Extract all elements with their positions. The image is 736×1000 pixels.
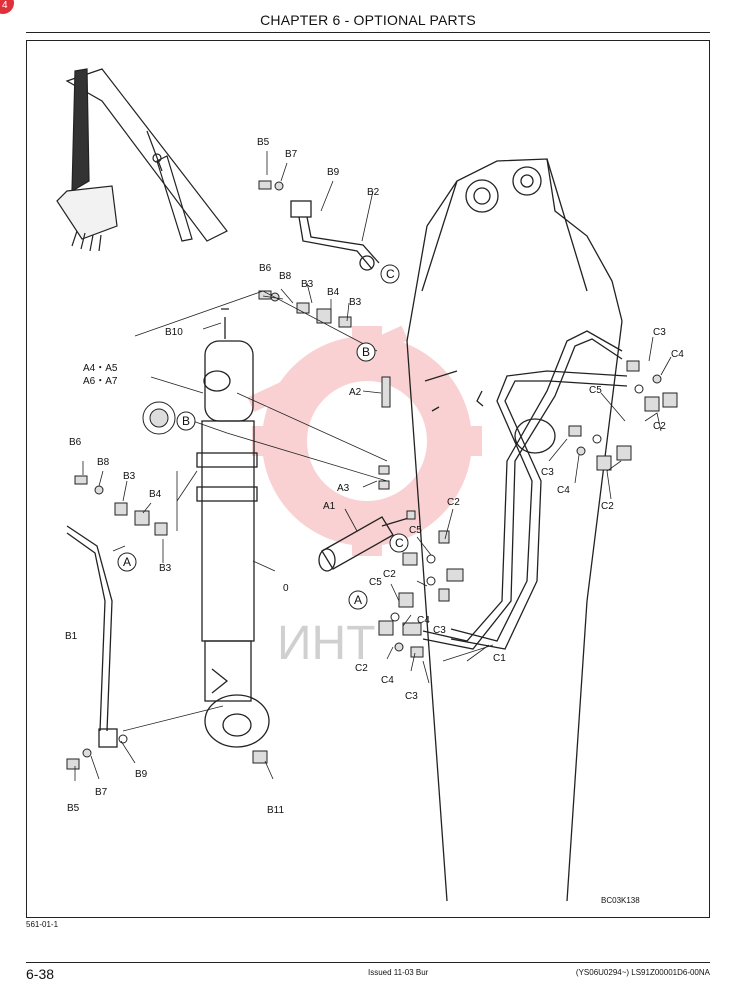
corner-badge: 4 xyxy=(0,0,14,14)
hydraulic-lines xyxy=(422,330,628,650)
arm-cylinder xyxy=(196,308,270,748)
callout-a-mid: A xyxy=(348,590,368,610)
leader-lines xyxy=(74,151,672,781)
small-fittings xyxy=(66,180,678,770)
label-b5: B5 xyxy=(257,137,270,148)
label-b6: B6 xyxy=(259,263,272,274)
label-c1: C1 xyxy=(493,653,506,664)
page-header: CHAPTER 6 - OPTIONAL PARTS xyxy=(260,12,476,28)
label-c4: C4 xyxy=(417,615,430,626)
label-b3: B3 xyxy=(123,471,136,482)
pipe-b2 xyxy=(290,200,380,271)
label-b9: B9 xyxy=(135,769,148,780)
callout-b-text: B xyxy=(182,414,190,428)
excavator-inset xyxy=(56,68,228,252)
label-b6: B6 xyxy=(69,437,82,448)
callout-c-text: C xyxy=(395,536,404,550)
part-labels: B5 B7 B9 B2 B6 B8 B3 B4 B3 B10 A4・A5 A6・… xyxy=(65,137,684,816)
header-rule xyxy=(26,32,710,33)
label-c4: C4 xyxy=(671,349,684,360)
label-b11: B11 xyxy=(267,805,284,816)
label-c3: C3 xyxy=(653,327,666,338)
label-b1: B1 xyxy=(65,631,78,642)
label-b7: B7 xyxy=(285,149,298,160)
callout-c-top: C xyxy=(380,264,400,284)
label-b7: B7 xyxy=(95,787,108,798)
label-b3: B3 xyxy=(301,279,314,290)
callout-a-text: A xyxy=(123,555,131,569)
callout-a-left: A xyxy=(117,552,137,572)
label-b8: B8 xyxy=(97,457,110,468)
footer-rule xyxy=(26,962,710,963)
label-c2: C2 xyxy=(355,663,368,674)
figure-note: 561-01-1 xyxy=(26,920,59,929)
label-a1: A1 xyxy=(323,501,336,512)
label-c4: C4 xyxy=(557,485,570,496)
label-b4: B4 xyxy=(149,489,162,500)
label-c2: C2 xyxy=(601,501,614,512)
label-a2: A2 xyxy=(349,387,362,398)
document-reference: (YS06U0294~) LS91Z00001D6-00NA xyxy=(575,968,710,977)
label-c5: C5 xyxy=(589,385,602,396)
label-c5: C5 xyxy=(369,577,382,588)
label-b4: B4 xyxy=(327,287,340,298)
label-b2: B2 xyxy=(367,187,380,198)
watermark-logo xyxy=(247,325,482,556)
label-c4: C4 xyxy=(381,675,394,686)
label-c2: C2 xyxy=(653,421,666,432)
label-a3: A3 xyxy=(337,483,350,494)
watermark-text: ИНТ xyxy=(277,617,375,670)
label-b3: B3 xyxy=(159,563,172,574)
figure-code: BC03K138 xyxy=(601,896,640,905)
parts-diagram: ИНТ xyxy=(56,68,684,905)
label-zero: 0 xyxy=(283,583,289,594)
label-b10: B10 xyxy=(165,327,183,338)
label-a4-a5: A4・A5 xyxy=(83,363,118,374)
callout-b-left: B xyxy=(176,411,196,431)
callout-c-mid: C xyxy=(389,533,409,553)
callout-b-text: B xyxy=(362,345,370,359)
boom-outline xyxy=(406,158,623,902)
callout-b-top: B xyxy=(356,342,376,362)
label-a6-a7: A6・A7 xyxy=(83,376,118,387)
figure-frame: ИНТ xyxy=(26,40,710,918)
label-c3: C3 xyxy=(405,691,418,702)
label-b8: B8 xyxy=(279,271,292,282)
label-c3: C3 xyxy=(541,467,554,478)
label-c2: C2 xyxy=(447,497,460,508)
issued-info: Issued 11-03 Bur xyxy=(368,968,429,977)
label-b9: B9 xyxy=(327,167,340,178)
label-c2: C2 xyxy=(383,569,396,580)
label-c5: C5 xyxy=(409,525,422,536)
label-b5: B5 xyxy=(67,803,80,814)
label-b3: B3 xyxy=(349,297,362,308)
pipe-b1 xyxy=(66,525,118,748)
callout-a-text: A xyxy=(354,593,362,607)
label-c3: C3 xyxy=(433,625,446,636)
page-number: 6-38 xyxy=(26,966,55,982)
callout-c-text: C xyxy=(386,267,395,281)
